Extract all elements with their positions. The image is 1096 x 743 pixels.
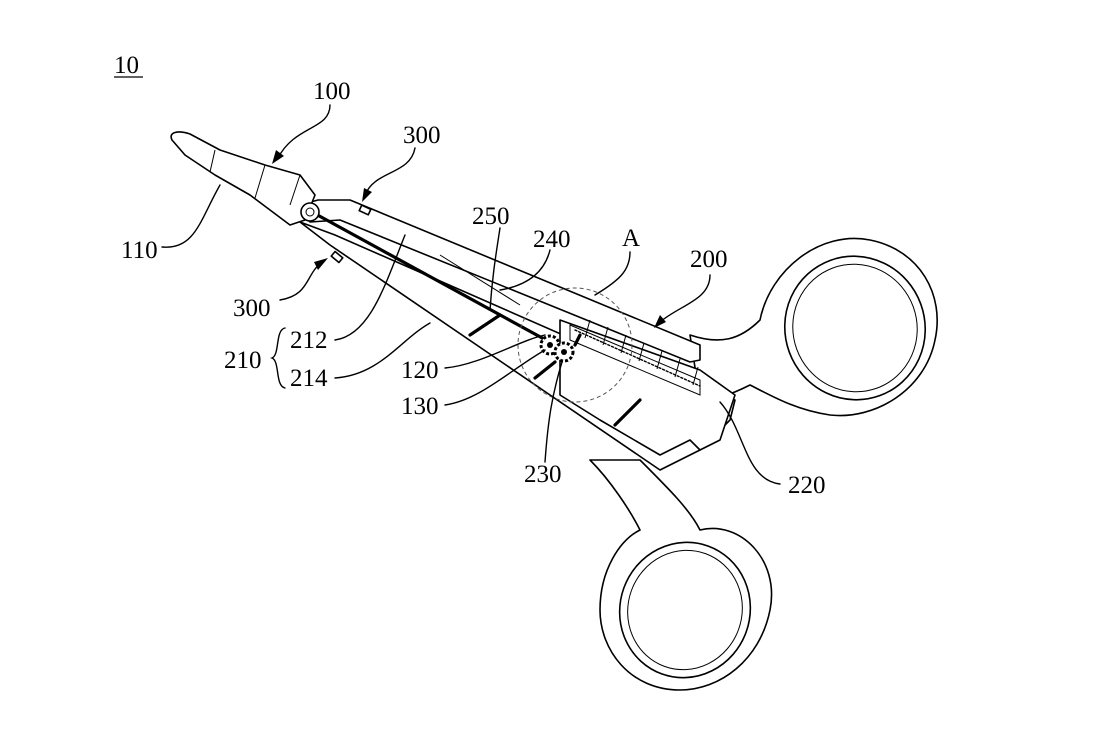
label-300-bottom: 300 bbox=[233, 295, 271, 322]
detail-circle-a bbox=[517, 287, 633, 403]
label-130: 130 bbox=[401, 393, 439, 420]
label-214: 214 bbox=[290, 365, 328, 392]
transmission-rod bbox=[310, 210, 557, 347]
figure-number-text: 10 bbox=[114, 52, 139, 79]
leader-lines bbox=[161, 104, 781, 485]
label-110: 110 bbox=[121, 237, 158, 264]
reference-labels: 100 110 300 300 250 240 A 200 212 214 21… bbox=[121, 78, 826, 499]
label-212: 212 bbox=[290, 327, 328, 354]
upper-finger-ring bbox=[689, 237, 938, 417]
label-240: 240 bbox=[533, 226, 571, 253]
label-250: 250 bbox=[472, 203, 510, 230]
label-200: 200 bbox=[690, 246, 728, 273]
label-220: 220 bbox=[788, 472, 826, 499]
jaw-assembly-100 bbox=[170, 131, 320, 226]
instrument-drawing bbox=[170, 131, 938, 691]
label-300-top: 300 bbox=[403, 122, 441, 149]
handle-body-210 bbox=[299, 199, 736, 471]
gear-230 bbox=[553, 341, 575, 363]
label-230: 230 bbox=[524, 461, 562, 488]
figure-number: 10 bbox=[114, 52, 143, 79]
label-100: 100 bbox=[313, 78, 351, 105]
label-210: 210 bbox=[224, 347, 262, 374]
label-120: 120 bbox=[401, 357, 439, 384]
label-a: A bbox=[622, 225, 640, 252]
lower-finger-ring bbox=[589, 459, 773, 691]
